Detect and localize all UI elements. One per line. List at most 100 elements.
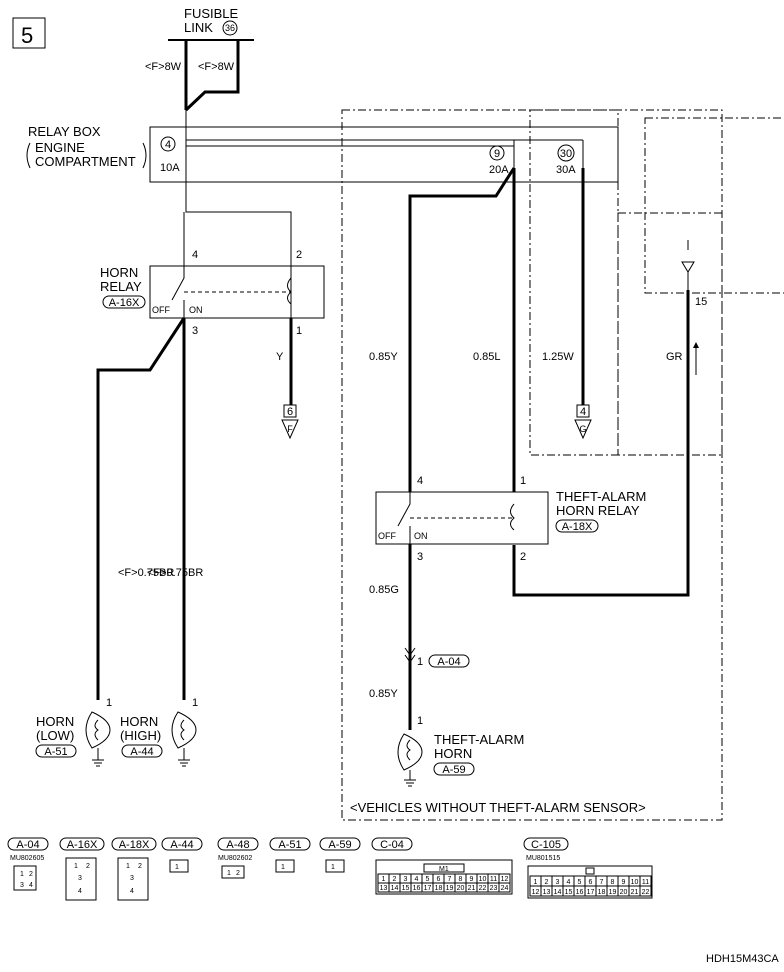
legend-a04-pin-4: 4: [29, 882, 33, 889]
wire-fuse30-out: 1.25W: [542, 351, 574, 363]
theft-horn-symbol: [397, 733, 423, 787]
wire-theft-horn-in: 0.85Y: [369, 688, 398, 700]
legend-c105-pin-12: 12: [532, 889, 540, 896]
ground-g-connector-box: [576, 404, 590, 418]
theft-horn-connector-box: [433, 762, 475, 776]
horn-relay-label-1: HORN: [100, 265, 138, 280]
wire-theft-in: 0.85Y: [369, 351, 398, 363]
legend-c04-pin-6: 6: [437, 876, 441, 883]
theft-relay-pin-1: 1: [520, 475, 526, 487]
legend-a16x-box: [59, 837, 105, 851]
legend-a59-pin-1: 1: [331, 864, 335, 871]
theft-relay-pin-3: 3: [417, 551, 423, 563]
wire-fl-right: <F>8W: [198, 61, 235, 73]
ecu-wire: [512, 290, 690, 597]
legend-a51-pin-1: 1: [281, 864, 285, 871]
legend-c105-pin-2: 2: [545, 879, 549, 886]
fuse-30-circle: [557, 144, 575, 162]
legend-c04-pin-19: 19: [446, 885, 454, 892]
horn-high-connector-box: [121, 744, 163, 758]
legend-a44-box: [161, 837, 203, 851]
legend-c04-box: [371, 837, 413, 851]
fuse-9-number: 9: [494, 148, 500, 160]
legend-a04-part: MU802605: [10, 855, 44, 862]
horn-high-pin: 1: [192, 697, 198, 709]
region-fuse30: [529, 109, 619, 456]
ecu-diode: [681, 240, 695, 290]
legend-c04-key: [423, 863, 465, 873]
legend-a18x-pin-1: 1: [126, 863, 130, 870]
legend-c105-pin-16: 16: [576, 889, 584, 896]
legend-c04-pin-24: 24: [501, 885, 509, 892]
legend-c04-pin-11: 11: [490, 876, 497, 883]
horn-high-label-1: HORN: [120, 714, 158, 729]
ground-f-connector: 6: [287, 406, 293, 418]
fuse-4-circle: [160, 136, 176, 152]
legend-a18x-name: A-18X: [119, 839, 150, 851]
legend-c105-pin-20: 20: [620, 889, 628, 896]
wire-horn-high: <F>0.75BR: [118, 567, 174, 579]
horn-low-connector: A-51: [44, 746, 67, 758]
legend-c04-pin-17: 17: [424, 885, 432, 892]
fuse-30-number: 30: [560, 148, 572, 160]
theft-relay-label-2: HORN RELAY: [556, 503, 640, 518]
horn-relay-pin-2: 2: [296, 249, 302, 261]
legend-a59-name: A-59: [328, 839, 351, 851]
legend-c04-pin-4: 4: [415, 876, 419, 883]
legend-a04-pin-1: 1: [20, 871, 24, 878]
horn-relay-output-wires: [96, 317, 186, 700]
legend-c04-name: C-04: [380, 839, 404, 851]
horn-relay-on: ON: [189, 305, 203, 315]
ground-f-letter: F: [287, 424, 293, 434]
horn-relay-connector: A-16X: [109, 297, 140, 309]
horn-relay-pin-3: 3: [192, 325, 198, 337]
theft-relay-pin-2: 2: [520, 551, 526, 563]
legend-a16x-pin-4: 4: [78, 888, 82, 895]
relay-box-fuse-legs: [185, 140, 584, 168]
legend-c04-pin-10: 10: [479, 876, 487, 883]
ground-f-connector-box: [283, 404, 297, 418]
legend-c04-pin-22: 22: [479, 885, 487, 892]
legend-a51-box: [269, 837, 311, 851]
legend-a48-box: [217, 837, 259, 851]
legend-c04-pin-18: 18: [435, 885, 443, 892]
fuse-4-number: 4: [165, 139, 171, 151]
horn-relay-off: OFF: [152, 305, 170, 315]
drawing-code: HDH15M43CA: [706, 953, 779, 965]
legend-c04-pin-21: 21: [468, 885, 476, 892]
horn-relay-pin-1: 1: [296, 325, 302, 337]
horn-low-symbol: [85, 711, 111, 767]
fuse-9-rating: 20A: [489, 164, 509, 176]
legend-a18x-body: [117, 857, 149, 901]
legend-a04-pin-2: 2: [29, 871, 33, 878]
horn-high-connector: A-44: [130, 746, 153, 758]
ground-g-letter: G: [579, 424, 586, 434]
relay-box-bracket: [26, 142, 147, 169]
legend-c105-pin-15: 15: [565, 889, 573, 896]
legend-c105-pin-22: 22: [642, 889, 650, 896]
theft-relay-contacts: [397, 492, 411, 544]
fusible-link-label-2: LINK: [184, 20, 213, 35]
fusible-link-number: 36: [225, 23, 235, 33]
legend-a16x-pin-2: 2: [86, 863, 90, 870]
legend-c105-pin-10: 10: [631, 879, 639, 886]
legend-a59-box: [319, 837, 361, 851]
legend-a48-pin-2: 2: [236, 870, 240, 877]
legend-c04-pin-2: 2: [393, 876, 397, 883]
relay-box-bus: [185, 110, 583, 147]
theft-relay-off: OFF: [378, 531, 396, 541]
legend-c105-pin-3: 3: [556, 879, 560, 886]
ground-g-connector: 4: [580, 406, 586, 418]
legend-a18x-pin-3: 3: [130, 875, 134, 882]
theft-relay-connector: A-18X: [562, 521, 593, 533]
theft-relay-connector-box: [555, 519, 599, 533]
legend-c105-pin-14: 14: [554, 889, 562, 896]
legend-a04-name: A-04: [16, 839, 39, 851]
theft-horn-pin: 1: [417, 715, 423, 727]
ecu-pin: 15: [695, 296, 707, 308]
legend-c04-pin-15: 15: [402, 885, 410, 892]
relay-box-label-1: RELAY BOX: [28, 124, 101, 139]
